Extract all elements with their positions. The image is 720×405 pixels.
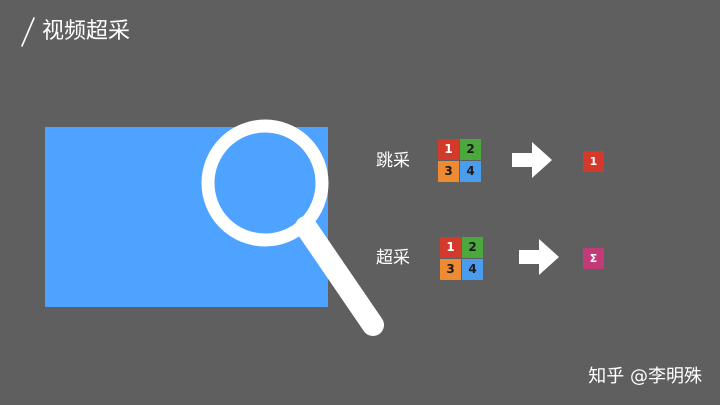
pixel-cell: 3 [440, 259, 461, 280]
page-title: 视频超采 [42, 19, 131, 44]
slash-icon [21, 17, 35, 47]
pixel-cell: 1 [438, 139, 459, 160]
pixel-cell: 2 [460, 139, 481, 160]
pixel-cell: 3 [438, 161, 459, 182]
skip-sampling-grid: 1 2 3 4 [438, 139, 482, 183]
skip-sampling-result: 1 [583, 151, 604, 172]
right-arrow-icon [512, 142, 552, 178]
super-sampling-result: Σ [583, 248, 604, 269]
super-sampling-label: 超采 [376, 248, 410, 268]
right-arrow-icon [519, 239, 559, 275]
pixel-cell: 2 [462, 237, 483, 258]
super-sampling-grid: 1 2 3 4 [440, 237, 484, 281]
watermark: 知乎 @李明殊 [588, 366, 702, 387]
pixel-cell: 4 [460, 161, 481, 182]
pixel-cell: 4 [462, 259, 483, 280]
video-frame-block [45, 127, 328, 307]
pixel-cell: 1 [440, 237, 461, 258]
magnifier-icon [201, 119, 384, 336]
skip-sampling-label: 跳采 [376, 151, 410, 171]
